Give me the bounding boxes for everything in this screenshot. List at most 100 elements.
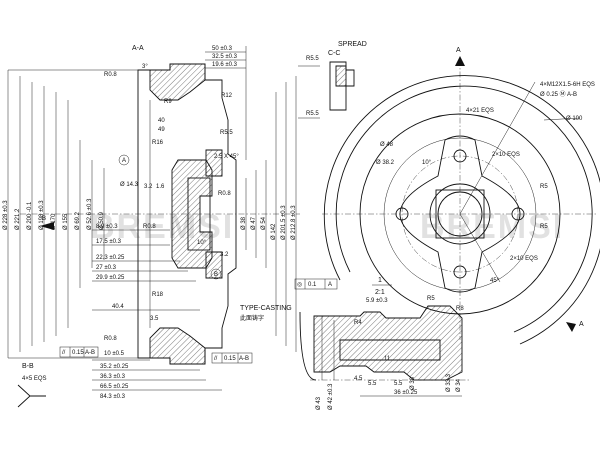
dim-bottom-7: 35.2 ±0.25: [100, 364, 129, 370]
datum-b-text: B: [214, 272, 218, 278]
det-dim-12: Ø 33.3: [446, 373, 452, 392]
dim-left-8: Ø 50.9: [99, 211, 105, 230]
type-casting-cn-label: 此面铸字: [240, 314, 264, 322]
section-small-dims-text: R0.8 R9 40 49 R12 R5.5 R16 2.5 X 45° 3.2…: [104, 64, 239, 342]
dim-right-3: Ø 142: [271, 223, 277, 240]
cc-dim-0: R5.5: [306, 56, 319, 62]
dim-r08-a: R0.8: [104, 72, 117, 78]
cc-hatch: [335, 65, 347, 87]
center-bore-inner: [437, 191, 483, 237]
det-dim-6: 5.5: [368, 381, 377, 387]
detail-number: 1: [378, 277, 382, 284]
dim-top-1: 32.5 ±0.3: [212, 54, 238, 60]
dim-left-6: Ø 69.2: [75, 211, 81, 230]
tol-left-symbol: //: [62, 350, 66, 356]
det-dim-0: R4: [354, 320, 362, 326]
leader-d100: [543, 117, 581, 121]
bearing-bore: [187, 177, 211, 251]
detail-break-line: [299, 311, 317, 381]
dim-49: 49: [158, 127, 165, 133]
a-arrow-bottom: [566, 322, 576, 332]
dim-3deg: 3°: [142, 64, 148, 70]
detail-bore: [339, 339, 441, 361]
det-dim-7: 5.5: [394, 381, 403, 387]
det-dim-3: R8: [456, 306, 464, 312]
dim-bottom-9: 66.5 ±0.25: [100, 384, 129, 390]
b-arrow-marker: [40, 222, 54, 230]
dim-40: 40: [158, 118, 165, 124]
detail-scale: 2:1: [375, 289, 385, 296]
fv-dim-10: R5: [540, 224, 548, 230]
fv-dim-3: Ø 100: [566, 116, 583, 122]
front-view: A A: [322, 47, 600, 345]
top-dims-text: 50 ±0.3 32.5 ±0.3 19.6 ±0.3: [212, 46, 238, 68]
hub-square: [435, 189, 485, 239]
fv-dim-0: 4×M12X1.5-6H EQS: [540, 82, 595, 88]
tolerance-frame-left: // 0.15 A-B: [59, 346, 99, 358]
det-dim-13: Ø 34: [456, 378, 462, 392]
fv-dim-5: Ø 38.2: [376, 160, 395, 166]
a-arrow-top: [455, 56, 465, 66]
tolerance-frame-right: // 0.15 A-B: [211, 352, 253, 364]
tolerance-frame-concentric: ◎ 0.1 A: [294, 278, 338, 290]
fv-dim-11: 45°: [490, 278, 500, 284]
drum-outer-circle: [323, 75, 600, 345]
tol-right-value: 0.15: [224, 356, 236, 362]
det-dim-8: 36 ±0.25: [394, 390, 418, 396]
right-vertical-dims-text: Ø 38 Ø 47 Ø 54 Ø 142 Ø 201.5 ±0.3 Ø 212.…: [241, 205, 297, 240]
dim-35: 3.5: [150, 316, 159, 322]
dim-32-b: 3.2: [220, 252, 229, 258]
dim-r08-c: R0.8: [143, 224, 156, 230]
dim-r18: R18: [152, 292, 164, 298]
dim-top-0: 50 ±0.3: [212, 46, 233, 52]
tol-right-datum: A-B: [239, 356, 249, 362]
dim-right-0: Ø 38: [241, 216, 247, 230]
dim-bottom-4: 29.9 ±0.25: [96, 275, 125, 281]
leader-45deg: [459, 213, 501, 283]
dim-right-5: Ø 212.8 ±0.3: [291, 205, 297, 240]
dim-right-1: Ø 47: [251, 216, 257, 230]
b-marker-text: B: [42, 216, 46, 222]
det-dim-1: 5.9 ±0.3: [366, 298, 388, 304]
dim-d143: Ø 14.3: [120, 182, 139, 188]
detail-dims-text: R4 5.9 ±0.3 R5 R8 11 4.5 5.5 5.5 36 ±0.2…: [316, 296, 464, 410]
det-dim-2: R5: [427, 296, 435, 302]
tol-conc-datum: A: [328, 282, 332, 288]
det-dim-4: 11: [384, 356, 391, 362]
datum-b-circle: [210, 268, 222, 280]
det-dim-5: 4.5: [354, 376, 363, 382]
flange-top: [205, 149, 223, 177]
dim-left-5: Ø 155: [63, 213, 69, 230]
fv-dim-9: R5: [540, 184, 548, 190]
a-label-bottom: A: [579, 321, 584, 328]
fv-dim-4: Ø 48: [380, 142, 394, 148]
flange-bottom: [205, 251, 223, 279]
left-vertical-dims-text: Ø 228 ±0.3 Ø 221.2 Ø 200 -0.1 Ø 198 ±0.3…: [3, 198, 105, 230]
dim-16: 1.6: [156, 184, 165, 190]
section-cc-label: C-C: [328, 50, 340, 57]
drum-inner-circle: [335, 85, 593, 333]
det-dim-10: Ø 42 ±0.3: [328, 383, 334, 410]
dim-r08-d: R0.8: [104, 336, 117, 342]
bolt-circle-outer: [383, 137, 537, 291]
dim-chamfer: 2.5 X 45°: [214, 154, 239, 160]
front-view-dims-text: 4×M12X1.5-6H EQS Ø 0.25 Ⓜ A-B 4×21 EQS Ø…: [376, 82, 595, 284]
type-casting-label: TYPE-CASTING: [240, 305, 292, 312]
dim-left-7: Ø 52.6 ±0.3: [87, 198, 93, 230]
dim-r9: R9: [164, 99, 172, 105]
section-bb-label: B-B: [22, 363, 34, 370]
fv-dim-8: 2×10 EQS: [510, 256, 538, 262]
cc-dim-1: R5.5: [306, 111, 319, 117]
detail-hub-section: [313, 305, 463, 381]
section-bb-view: B-B 4×5 EQS B: [17, 216, 54, 408]
leader-m12: [459, 81, 536, 215]
dim-bottom-5: 40.4: [112, 304, 124, 310]
det-dim-9: Ø 43: [316, 396, 322, 410]
dim-bottom-1: 17.5 ±0.3: [96, 239, 122, 245]
section-cc-view: SPREAD C-C R5.5 R5.5: [298, 41, 367, 119]
dim-r55: R5.5: [220, 130, 233, 136]
dim-left-0: Ø 228 ±0.3: [3, 200, 9, 230]
tol-conc-value: 0.1: [308, 282, 317, 288]
drum-wall-bottom: [149, 327, 206, 365]
right-dimension-lines: [245, 76, 297, 352]
